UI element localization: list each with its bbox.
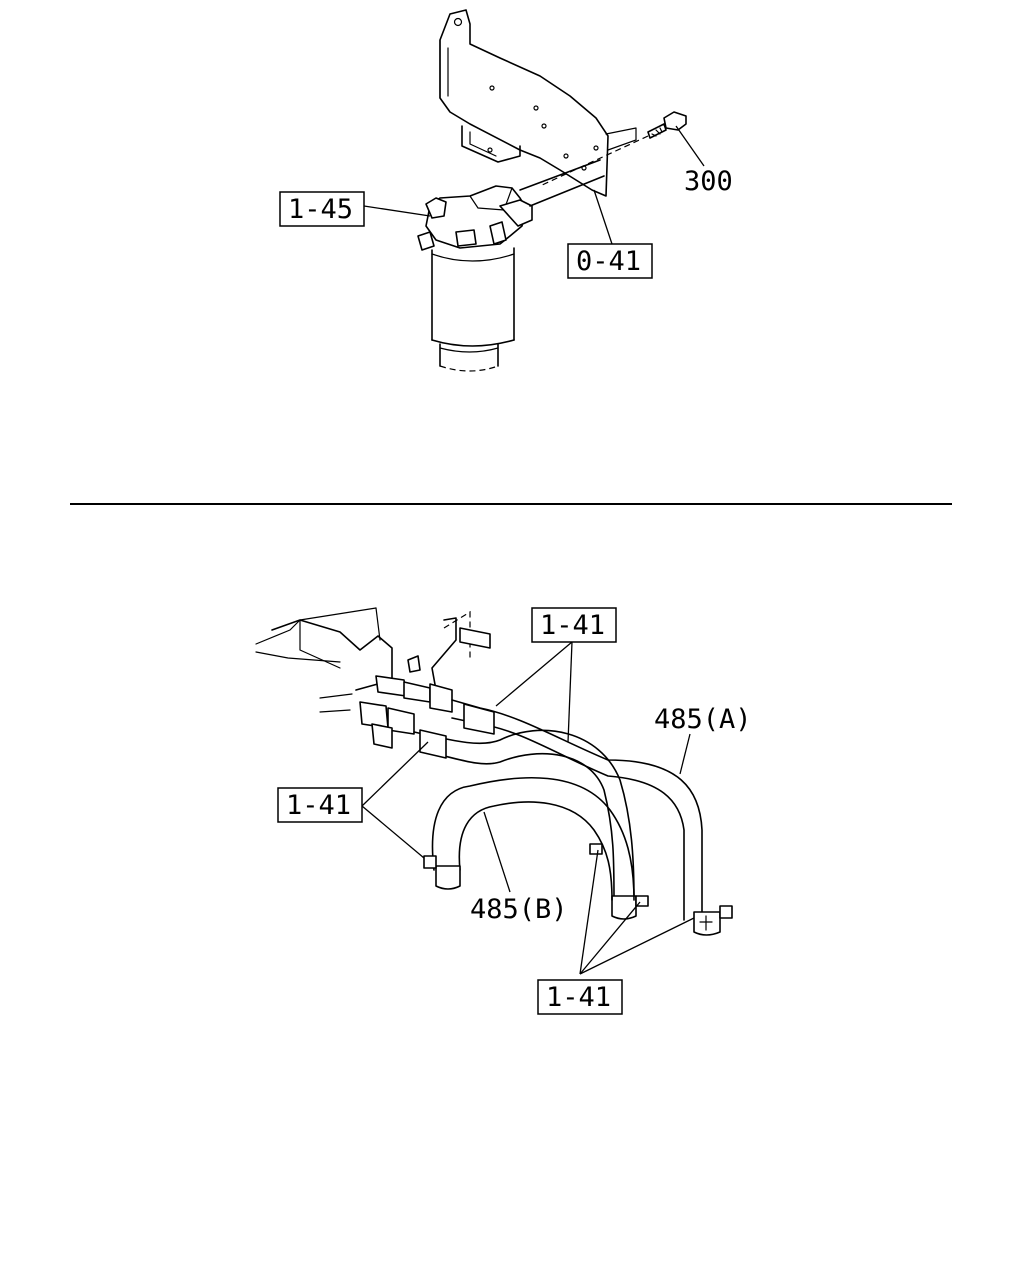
bolt-300 — [539, 111, 687, 187]
frame-structure — [255, 607, 491, 713]
bottom-assembly: 1-41 485(A) 1-41 485(B) 1-41 — [255, 607, 752, 1015]
fuel-filter — [417, 159, 605, 372]
top-assembly: 1-45 300 0-41 — [279, 9, 733, 372]
label-300: 300 — [684, 166, 733, 197]
callout-1-41-top: 1-41 — [495, 607, 617, 743]
hose-485-b — [423, 776, 635, 901]
label-485-a: 485(A) — [654, 704, 752, 735]
callout-1-41-bottom: 1-41 — [537, 849, 695, 1015]
callout-1-41-left: 1-41 — [277, 741, 429, 859]
label-1-41-top: 1-41 — [540, 610, 605, 641]
hose-485-middle — [413, 729, 649, 920]
callout-0-41: 0-41 — [567, 189, 653, 279]
label-1-45: 1-45 — [288, 194, 353, 225]
label-0-41: 0-41 — [576, 246, 641, 277]
label-485-b: 485(B) — [470, 894, 568, 925]
callout-1-45: 1-45 — [279, 191, 431, 227]
callout-300: 300 — [675, 125, 733, 197]
label-1-41-left: 1-41 — [286, 790, 351, 821]
mounting-bracket — [439, 9, 637, 197]
hose-fittings — [359, 655, 453, 749]
callout-485-b: 485(B) — [470, 811, 568, 925]
callout-485-a: 485(A) — [654, 704, 752, 775]
label-1-41-bottom: 1-41 — [546, 982, 611, 1013]
